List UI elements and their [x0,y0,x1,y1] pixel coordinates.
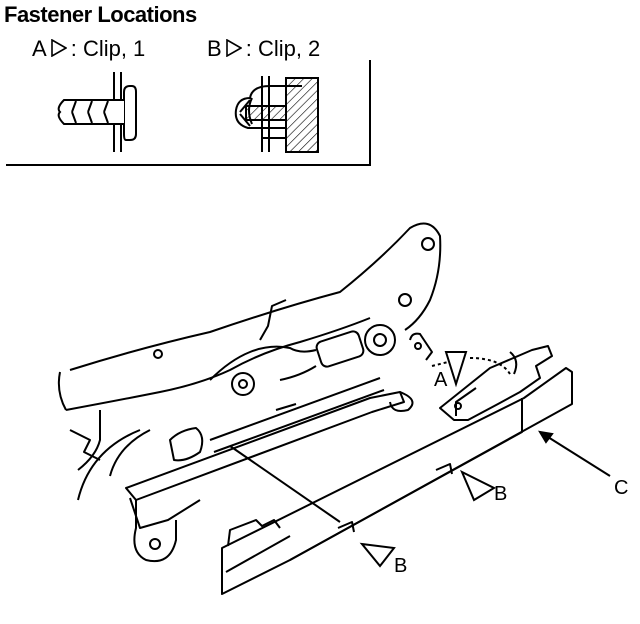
triangle-marker-icon [50,39,67,57]
seat-frame-assembly [57,222,442,562]
callout-pointers [359,351,611,568]
diagram-title: Fastener Locations [4,2,197,27]
legend-label-b: Clip, 2 [257,36,321,61]
legend-item-clip-a: A: Clip, 1 [32,36,145,62]
callout-label-a: A [434,369,448,391]
legend-key-b: B [207,36,222,61]
callout-triangle-a [444,351,468,388]
legend-key-a: A [32,36,47,61]
callout-leader-c [539,431,611,477]
fastener-legend-box [6,60,371,166]
callout-label-c: C [614,477,628,499]
legend-label-a: Clip, 1 [82,36,146,61]
callout-label-b1: B [494,483,507,505]
callout-triangle-b1 [460,469,497,502]
legend-item-clip-b: B: Clip, 2 [207,36,320,62]
leader-arrowhead-c [538,430,554,444]
callout-label-b2: B [394,555,407,577]
callout-triangle-b2 [359,542,396,568]
triangle-marker-icon [225,39,242,57]
clip-a-illustration [57,72,137,152]
seat-track-cover [221,345,573,595]
legend-separator: : [70,36,77,61]
legend-separator: : [245,36,252,61]
clip-b-illustration [234,76,319,153]
